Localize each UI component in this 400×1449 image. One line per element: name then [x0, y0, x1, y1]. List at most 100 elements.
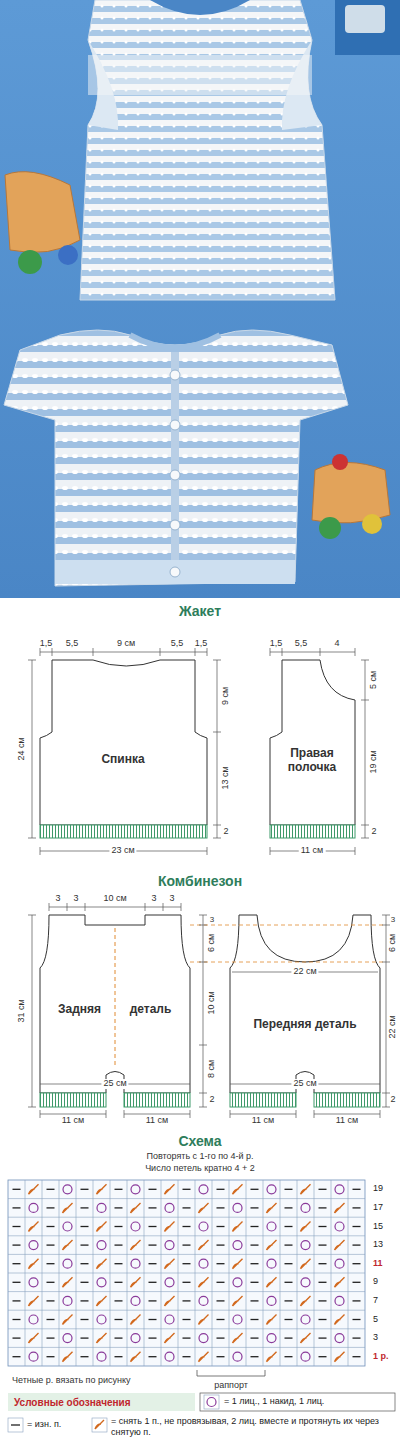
purl-symbol: [47, 1356, 55, 1357]
photo: [332, 454, 348, 470]
slip-knit-pass-symbol: [97, 1184, 107, 1194]
yarn-over-symbol: [335, 1222, 344, 1231]
dimension-label: 1,5: [270, 639, 283, 649]
purl-symbol: [353, 1356, 361, 1357]
yarn-over-symbol: [267, 1185, 276, 1194]
slip-knit-pass-symbol: [165, 1184, 175, 1194]
dimension-label: 2: [371, 827, 376, 837]
dimension-label: 24 см: [17, 737, 27, 760]
yarn-over-symbol: [165, 1241, 174, 1250]
yarn-over-symbol: [97, 1241, 106, 1250]
pattern-piece: Спинка: [60, 740, 186, 780]
purl-symbol: [13, 1356, 21, 1357]
slip-knit-pass-symbol: [199, 1277, 209, 1287]
purl-symbol: [319, 1263, 327, 1264]
legend-box: [200, 1393, 395, 1411]
purl-symbol: [251, 1300, 259, 1301]
jacket-pattern: [270, 825, 355, 838]
slip-knit-pass-symbol: [301, 1333, 311, 1343]
dimension-label: 6 см: [207, 934, 217, 952]
slip-knit-pass-symbol: [335, 1352, 345, 1362]
purl-symbol: [149, 1282, 157, 1283]
dimension-label: 2: [209, 1095, 214, 1105]
jacket-pattern: [40, 660, 355, 838]
purl-symbol: [115, 1226, 123, 1227]
purl-symbol: [183, 1300, 191, 1301]
yarn-over-symbol: [301, 1241, 310, 1250]
purl-symbol: [353, 1226, 361, 1227]
yarn-over-symbol: [233, 1278, 242, 1287]
grid-line: [8, 1328, 365, 1329]
slip-knit-pass-symbol: [199, 1352, 209, 1362]
grid-line: [8, 1235, 365, 1236]
dimension-label: 1,5: [195, 639, 208, 649]
purl-symbol: [13, 1189, 21, 1190]
purl-symbol: [285, 1319, 293, 1320]
purl-symbol: [115, 1207, 123, 1208]
pattern-piece: Правая полочка: [272, 738, 352, 784]
yarn-over-symbol: [165, 1315, 174, 1324]
purl-symbol: [115, 1300, 123, 1301]
yarn-over-symbol: [97, 1203, 106, 1212]
purl-symbol: [251, 1244, 259, 1245]
purl-symbol: [217, 1226, 225, 1227]
purl-symbol: [251, 1226, 259, 1227]
yarn-over-symbol: [29, 1352, 38, 1361]
photo: [130, 335, 220, 348]
legend-box: [92, 1418, 107, 1432]
yarn-over-symbol: [335, 1296, 344, 1305]
dimension-label: 10 см: [103, 894, 126, 904]
row-number: 19: [373, 1184, 383, 1194]
dimension-label: 25 см: [291, 1079, 318, 1089]
dimension-label: 11 см: [252, 1116, 275, 1126]
chart-note: Число петель кратно 4 + 2: [145, 1164, 255, 1174]
slip-knit-pass-symbol: [131, 1315, 141, 1325]
purl-symbol: [115, 1244, 123, 1245]
slip-knit-pass-symbol: [267, 1240, 277, 1250]
purl-symbol: [115, 1356, 123, 1357]
purl-symbol: [251, 1189, 259, 1190]
yarn-over-symbol: [301, 1352, 310, 1361]
piece-name: Задняя: [44, 1003, 115, 1017]
photo: [362, 514, 382, 534]
purl-symbol: [251, 1263, 259, 1264]
yarn-over-symbol: [199, 1185, 208, 1194]
photo: [170, 470, 180, 480]
purl-symbol: [217, 1207, 225, 1208]
yarn-over-symbol: [267, 1334, 276, 1343]
photo: [170, 420, 180, 430]
legend-text: = снять 1 п., не провязывая, 2 лиц. вмес…: [111, 1416, 396, 1438]
legend-box: [8, 1393, 195, 1411]
section-title: Жакет: [179, 604, 221, 619]
purl-symbol: [217, 1282, 225, 1283]
slip-knit-pass-symbol: [29, 1222, 39, 1232]
slip-knit-pass-symbol: [267, 1352, 277, 1362]
slip-knit-pass-symbol: [199, 1240, 209, 1250]
purl-symbol: [115, 1282, 123, 1283]
slip-knit-pass-symbol: [301, 1259, 311, 1269]
yarn-over-symbol: [233, 1241, 242, 1250]
overall-pattern: [115, 928, 116, 1066]
yarn-over-symbol: [335, 1185, 344, 1194]
legend-box: [207, 1398, 216, 1407]
dimension-label: 22 см: [388, 1015, 398, 1038]
yarn-over-symbol: [267, 1222, 276, 1231]
purl-symbol: [81, 1263, 89, 1264]
dimension-label: 4: [334, 639, 339, 649]
yarn-over-symbol: [131, 1334, 140, 1343]
purl-symbol: [183, 1337, 191, 1338]
purl-symbol: [319, 1356, 327, 1357]
grid-line: [8, 1273, 365, 1274]
piece-name: Правая полочка: [274, 747, 350, 775]
purl-symbol: [319, 1337, 327, 1338]
slip-knit-pass-symbol: [233, 1222, 243, 1232]
yarn-over-symbol: [131, 1259, 140, 1268]
pattern-piece: Задняядеталь: [42, 990, 188, 1030]
grid-line: [8, 1310, 365, 1311]
overall-pattern: [40, 915, 384, 1107]
purl-symbol: [81, 1244, 89, 1245]
dimension-line: [28, 915, 36, 1107]
photo: [335, 0, 400, 55]
purl-symbol: [319, 1282, 327, 1283]
